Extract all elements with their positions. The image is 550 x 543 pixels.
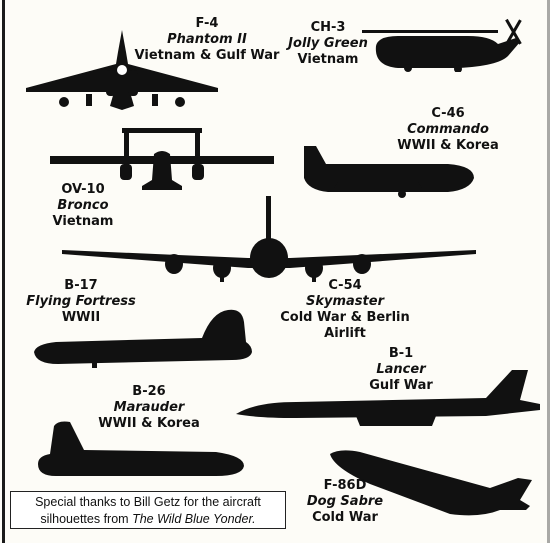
b1-lancer-silhouette-icon — [236, 366, 542, 432]
f4-caption: F-4 Phantom II Vietnam & Gulf War — [132, 16, 282, 64]
f86d-sabre-silhouette-icon — [330, 444, 542, 528]
aircraft-code: B-17 — [64, 278, 98, 293]
aircraft-code: CH-3 — [310, 20, 346, 35]
aircraft-name: Dog Sabre — [306, 494, 384, 509]
f4-phantom-silhouette-icon — [22, 30, 222, 112]
aircraft-code: C-46 — [431, 106, 465, 121]
aircraft-code: OV-10 — [61, 182, 105, 197]
page-left-edge — [2, 0, 5, 543]
aircraft-era: WWII & Korea — [98, 416, 200, 431]
credit-line-2: silhouettes from The Wild Blue Yonder. — [11, 511, 285, 528]
aircraft-name: Commando — [407, 122, 489, 137]
c54-caption: C-54 Skymaster Cold War & Berlin Airlift — [270, 278, 420, 342]
aircraft-era: Cold War — [312, 510, 378, 525]
aircraft-name: Phantom II — [167, 32, 247, 47]
aircraft-era: Cold War & Berlin Airlift — [280, 310, 410, 341]
b1-caption: B-1 Lancer Gulf War — [346, 346, 456, 394]
b17-fortress-silhouette-icon — [32, 308, 254, 370]
aircraft-code: C-54 — [328, 278, 362, 293]
ch3-caption: CH-3 Jolly Green Vietnam — [278, 20, 378, 68]
c54-skymaster-silhouette-icon — [62, 196, 476, 282]
b17-caption: B-17 Flying Fortress WWII — [6, 278, 156, 326]
b26-caption: B-26 Marauder WWII & Korea — [84, 384, 214, 432]
b26-marauder-silhouette-icon — [36, 420, 246, 480]
aircraft-name: Lancer — [376, 362, 426, 377]
aircraft-era: Vietnam — [52, 214, 114, 229]
page-right-edge — [547, 0, 550, 543]
aircraft-name: Jolly Green — [288, 36, 368, 51]
ov10-caption: OV-10 Bronco Vietnam — [38, 182, 128, 230]
aircraft-name: Bronco — [57, 198, 109, 213]
aircraft-name: Flying Fortress — [26, 294, 136, 309]
aircraft-code: B-26 — [132, 384, 166, 399]
credit-line-1: Special thanks to Bill Getz for the airc… — [35, 495, 261, 509]
f86d-caption: F-86D Dog Sabre Cold War — [290, 478, 400, 526]
aircraft-era: Gulf War — [369, 378, 433, 393]
c46-caption: C-46 Commando WWII & Korea — [378, 106, 518, 154]
credit-box: Special thanks to Bill Getz for the airc… — [10, 491, 286, 529]
aircraft-era: Vietnam — [297, 52, 359, 67]
c46-commando-silhouette-icon — [298, 142, 478, 200]
aircraft-name: Marauder — [113, 400, 185, 415]
aircraft-name: Skymaster — [306, 294, 384, 309]
aircraft-era: WWII — [61, 310, 101, 325]
credit-prefix: silhouettes from — [40, 512, 133, 526]
ch3-helicopter-silhouette-icon — [358, 16, 534, 72]
credit-book-title: The Wild Blue Yonder. — [132, 512, 256, 526]
aircraft-code: F-4 — [195, 16, 219, 31]
aircraft-code: B-1 — [388, 346, 414, 361]
aircraft-era: Vietnam & Gulf War — [134, 48, 280, 63]
aircraft-era: WWII & Korea — [397, 138, 499, 153]
aircraft-code: F-86D — [323, 478, 367, 493]
ov10-bronco-silhouette-icon — [50, 128, 274, 192]
